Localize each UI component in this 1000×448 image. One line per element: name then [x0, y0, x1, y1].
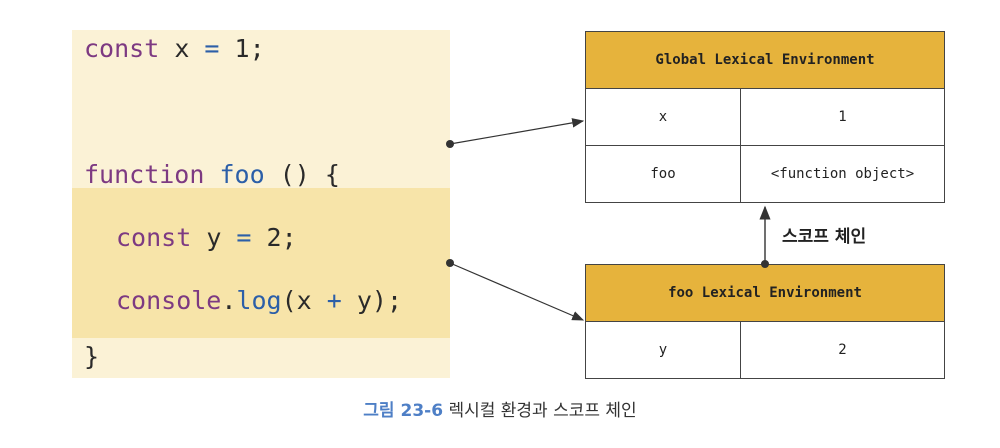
operator: +	[326, 286, 342, 315]
scope-chain-label: 스코프 체인	[782, 227, 867, 247]
env-key: y	[585, 321, 741, 379]
identifier: x	[159, 34, 205, 63]
code-line-closing-brace: }	[84, 342, 100, 371]
code-line-console-log: console.log(x + y);	[116, 286, 402, 316]
identifier: y	[191, 223, 237, 252]
code-line-const-y: const y = 2;	[116, 223, 297, 253]
keyword: function	[84, 160, 205, 189]
global-lexical-environment-table: Global Lexical Environment x 1 foo <func…	[585, 31, 945, 203]
env-key: foo	[585, 145, 741, 203]
env-value: 1	[740, 88, 945, 146]
foo-lexical-environment-table: foo Lexical Environment y 2	[585, 264, 945, 379]
env-value: 2	[740, 321, 945, 379]
function-name: foo	[219, 160, 265, 189]
scope-chain-arrow	[759, 205, 771, 268]
keyword: const	[84, 34, 160, 63]
table-row: foo <function object>	[585, 145, 945, 203]
operator: =	[204, 34, 220, 63]
args: (x	[281, 286, 327, 315]
table-row: y 2	[585, 321, 945, 379]
table-row: x 1	[585, 88, 945, 146]
keyword: const	[116, 223, 192, 252]
args-end: y);	[341, 286, 403, 315]
figure-title: 렉시컬 환경과 스코프 체인	[443, 401, 637, 421]
params: () {	[264, 160, 340, 189]
value: 2;	[251, 223, 297, 252]
global-env-title: Global Lexical Environment	[585, 31, 945, 89]
env-value: <function object>	[740, 145, 945, 203]
foo-function-body-block	[72, 188, 450, 338]
foo-env-title: foo Lexical Environment	[585, 264, 945, 322]
figure-caption: 그림 23-6 렉시컬 환경과 스코프 체인	[0, 396, 1000, 421]
code-line-function-foo: function foo () {	[84, 160, 340, 190]
operator: =	[236, 223, 252, 252]
value: 1;	[219, 34, 265, 63]
object-name: console	[116, 286, 222, 315]
code-line-const-x: const x = 1;	[84, 34, 265, 64]
method-name: log	[236, 286, 282, 315]
dot: .	[221, 286, 237, 315]
global-env-pointer-arrow	[446, 118, 585, 148]
foo-env-pointer-arrow	[446, 259, 585, 321]
figure-number: 그림 23-6	[363, 401, 444, 421]
